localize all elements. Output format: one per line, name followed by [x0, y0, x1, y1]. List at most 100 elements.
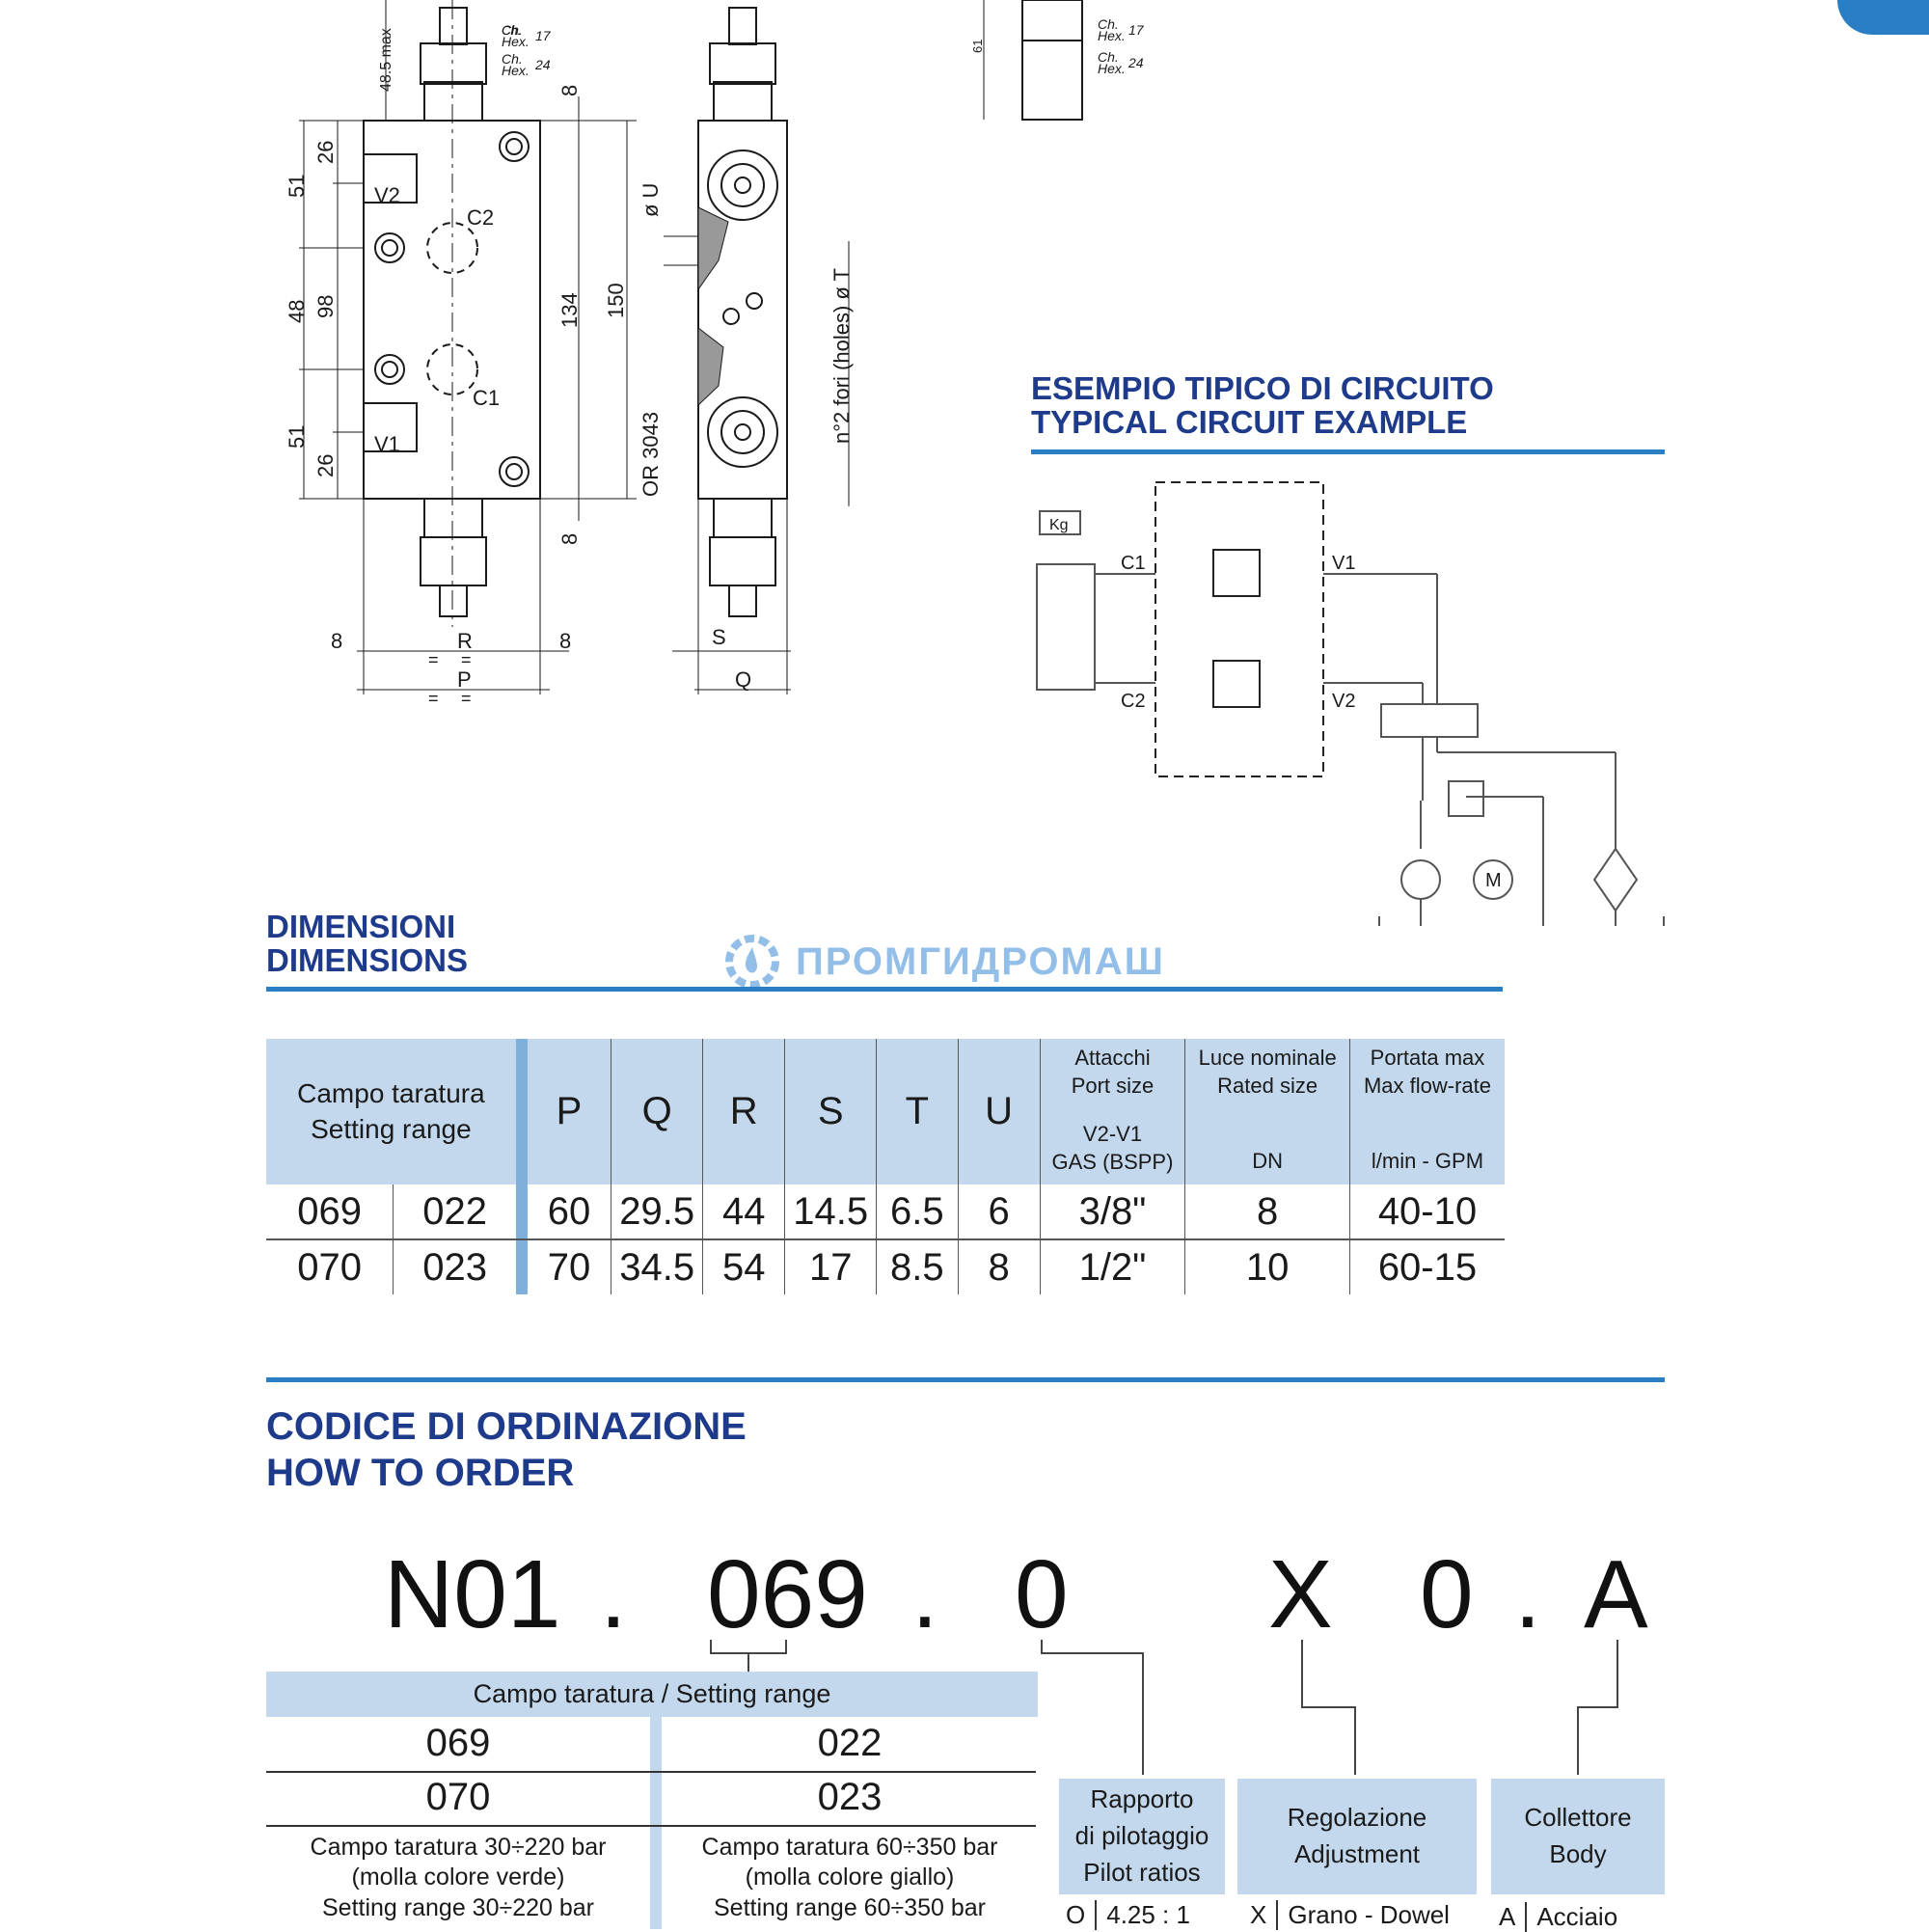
svg-text:26: 26 — [313, 454, 338, 477]
code-part-series: N01 — [384, 1540, 561, 1648]
corner-tab — [1837, 0, 1929, 35]
svg-text:=: = — [461, 650, 472, 669]
watermark: ПРОМГИДРОМАШ — [719, 928, 1165, 995]
svg-text:P: P — [457, 667, 472, 692]
svg-text:S: S — [712, 625, 726, 649]
table-row: 069 022 60 29.5 44 14.5 6.5 6 3/8" 8 40-… — [266, 1184, 1505, 1240]
body-label-2: Body — [1549, 1839, 1607, 1868]
body-option-value: Acciaio — [1536, 1902, 1618, 1931]
header-size-sub: DN — [1252, 1149, 1284, 1174]
body-option-key: A — [1499, 1902, 1528, 1932]
watermark-text: ПРОМГИДРОМАШ — [796, 939, 1165, 983]
svg-text:134: 134 — [557, 292, 582, 328]
svg-text:Ch.: Ch. — [502, 51, 523, 67]
header-Q: Q — [611, 1039, 703, 1184]
dimensions-title-en: DIMENSIONS — [266, 941, 469, 978]
svg-text:Ch.: Ch. — [1098, 49, 1119, 65]
svg-text:Kg: Kg — [1049, 517, 1069, 533]
cell-flow: 40-10 — [1348, 1184, 1505, 1240]
code-dot-3: . — [1514, 1540, 1541, 1648]
svg-text:ø U: ø U — [638, 183, 663, 217]
svg-text:C2: C2 — [1121, 691, 1146, 712]
pilot-option-value: 4.25 : 1 — [1106, 1900, 1190, 1929]
header-port-sub2: GAS (BSPP) — [1051, 1149, 1174, 1174]
pilot-label-3: Pilot ratios — [1083, 1857, 1201, 1887]
svg-text:Hex.: Hex. — [1098, 28, 1126, 43]
header-flow-sub: l/min - GPM — [1371, 1149, 1484, 1174]
svg-text:V2: V2 — [1332, 691, 1355, 712]
svg-text:26: 26 — [313, 141, 338, 164]
header-port-en: Port size — [1071, 1073, 1155, 1098]
left-desc-line-1: Campo taratura 30÷220 bar — [310, 1834, 607, 1861]
circuit-title-rule — [1031, 449, 1665, 454]
cell-dn: 8 — [1184, 1184, 1350, 1240]
cell-U: 6 — [957, 1184, 1041, 1240]
range-left-070: 070 — [425, 1776, 491, 1818]
right-desc-line-1: Campo taratura 60÷350 bar — [701, 1834, 998, 1861]
svg-text:V1: V1 — [374, 432, 400, 456]
cell-Q: 29.5 — [611, 1184, 703, 1240]
cell-flow: 60-15 — [1348, 1239, 1505, 1294]
svg-text:R: R — [457, 629, 473, 653]
range-left-069: 069 — [425, 1722, 491, 1764]
code-part-body: A — [1584, 1540, 1648, 1648]
svg-text:V1: V1 — [1332, 553, 1355, 574]
hex-label-17: Ch. — [502, 23, 521, 38]
cell-T: 6.5 — [876, 1184, 959, 1240]
cell-port: 3/8" — [1039, 1184, 1185, 1240]
pilot-option: O 4.25 : 1 — [1066, 1900, 1190, 1930]
cell-dn: 10 — [1184, 1239, 1350, 1294]
svg-text:C2: C2 — [467, 205, 494, 230]
svg-text:Ch.: Ch. — [502, 22, 523, 38]
left-desc-line-2: (molla colore verde) — [351, 1864, 565, 1891]
cell-port: 1/2" — [1039, 1239, 1185, 1294]
svg-text:61: 61 — [970, 40, 985, 53]
cell-S: 17 — [784, 1239, 877, 1294]
adjustment-option: X Grano - Dowel — [1250, 1900, 1450, 1930]
range-divider-bar — [650, 1717, 662, 1929]
svg-text:Hex.: Hex. — [502, 34, 530, 49]
header-port-sub1: V2-V1 — [1082, 1122, 1143, 1147]
header-R: R — [702, 1039, 785, 1184]
svg-text:98: 98 — [313, 295, 338, 318]
dimensions-title: DIMENSIONI DIMENSIONS — [266, 910, 469, 978]
valve-technical-drawing: Ch. Ch. Hex. 17 Ch. Hex. 24 Ch. Hex. 17 … — [285, 0, 1665, 926]
code-part-pilot: 0 — [1015, 1540, 1069, 1648]
svg-text:24: 24 — [534, 57, 551, 72]
range-right-022: 022 — [817, 1722, 883, 1764]
cell-R: 44 — [702, 1184, 785, 1240]
svg-text:V2: V2 — [374, 183, 400, 207]
right-desc-line-2: (molla colore giallo) — [745, 1864, 955, 1891]
range-right-description: Campo taratura 60÷350 bar (molla colore … — [662, 1833, 1038, 1923]
pilot-label-2: di pilotaggio — [1074, 1821, 1209, 1851]
pilot-label-1: Rapporto — [1090, 1784, 1194, 1814]
cell-code-b: 022 — [393, 1184, 516, 1240]
svg-text:8: 8 — [557, 85, 582, 96]
pilot-option-key: O — [1066, 1900, 1098, 1930]
range-left-description: Campo taratura 30÷220 bar (molla colore … — [266, 1833, 650, 1923]
svg-text:8: 8 — [331, 629, 342, 653]
code-part-zero: 0 — [1420, 1540, 1474, 1648]
svg-text:n°2 fori (holes) ø T: n°2 fori (holes) ø T — [829, 268, 854, 444]
adjust-label-1: Regolazione — [1287, 1803, 1427, 1833]
row-divider-bar — [515, 1239, 528, 1294]
header-U: U — [957, 1039, 1041, 1184]
svg-text:8: 8 — [557, 533, 582, 545]
cell-code-b: 023 — [393, 1239, 516, 1294]
header-setting-range: Campo taratura Setting range — [266, 1039, 516, 1184]
svg-text:M: M — [1485, 870, 1502, 891]
gear-icon — [725, 935, 779, 989]
table-row: 070 023 70 34.5 54 17 8.5 8 1/2" 10 60-1… — [266, 1239, 1505, 1294]
svg-text:=: = — [428, 650, 439, 669]
adjust-label-2: Adjustment — [1293, 1839, 1421, 1868]
cell-P: 60 — [527, 1184, 611, 1240]
svg-text:48.5 max: 48.5 max — [378, 28, 394, 92]
header-size-en: Rated size — [1217, 1073, 1318, 1098]
svg-text:Hex.: Hex. — [502, 63, 530, 78]
header-divider-bar — [515, 1039, 528, 1184]
right-desc-line-3: Setting range 60÷350 bar — [714, 1893, 986, 1921]
cell-R: 54 — [702, 1239, 785, 1294]
code-dot-2: . — [911, 1540, 938, 1648]
body-box: Collettore Body — [1491, 1779, 1665, 1894]
range-right-023: 023 — [817, 1776, 883, 1818]
